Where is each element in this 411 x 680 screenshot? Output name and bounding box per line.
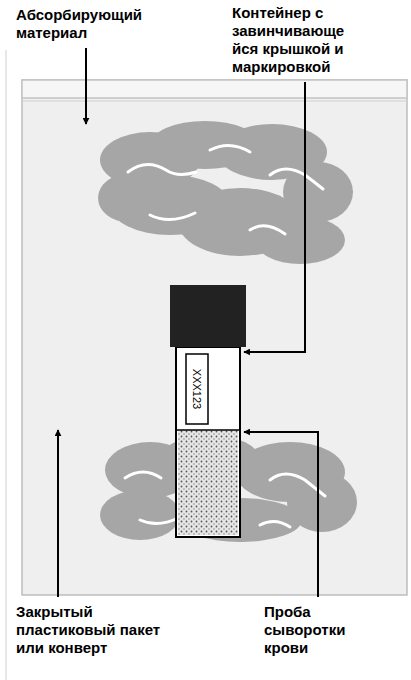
- leader-arrows: [58, 48, 318, 597]
- label-slot: Закрытый пластиковый пакет или конверт: [14, 603, 169, 657]
- serum-sample: [178, 430, 238, 535]
- label-slot: Абсорбирующий материал: [14, 6, 164, 42]
- label-slot: XXX123: [186, 354, 208, 424]
- callout-label: Абсорбирующий материал: [14, 6, 164, 42]
- label-slot: Контейнер с завинчивающе йся крышкой и м…: [230, 4, 358, 76]
- leader-arrow: [244, 82, 305, 352]
- callout-label: Проба сыворотки крови: [262, 603, 362, 657]
- plastic-bag: [22, 80, 407, 595]
- bag-seal-line: [22, 101, 407, 102]
- callout-label: Контейнер с завинчивающе йся крышкой и м…: [230, 4, 358, 76]
- frame-line: [6, 50, 7, 680]
- tube-marking: XXX123: [191, 369, 203, 409]
- leader-arrow: [85, 48, 87, 124]
- absorbent-folds: [128, 145, 323, 234]
- callout-label: Закрытый пластиковый пакет или конверт: [14, 603, 169, 657]
- leader-arrow: [57, 430, 59, 597]
- screw-cap: [170, 285, 246, 347]
- leader-arrow: [244, 432, 318, 597]
- bag-seal: [22, 80, 407, 98]
- absorbent-material: [98, 121, 353, 264]
- tube-label: [186, 354, 208, 424]
- tube-body: [176, 347, 240, 537]
- serum-level: [177, 429, 239, 431]
- label-slot: Проба сыворотки крови: [262, 603, 362, 657]
